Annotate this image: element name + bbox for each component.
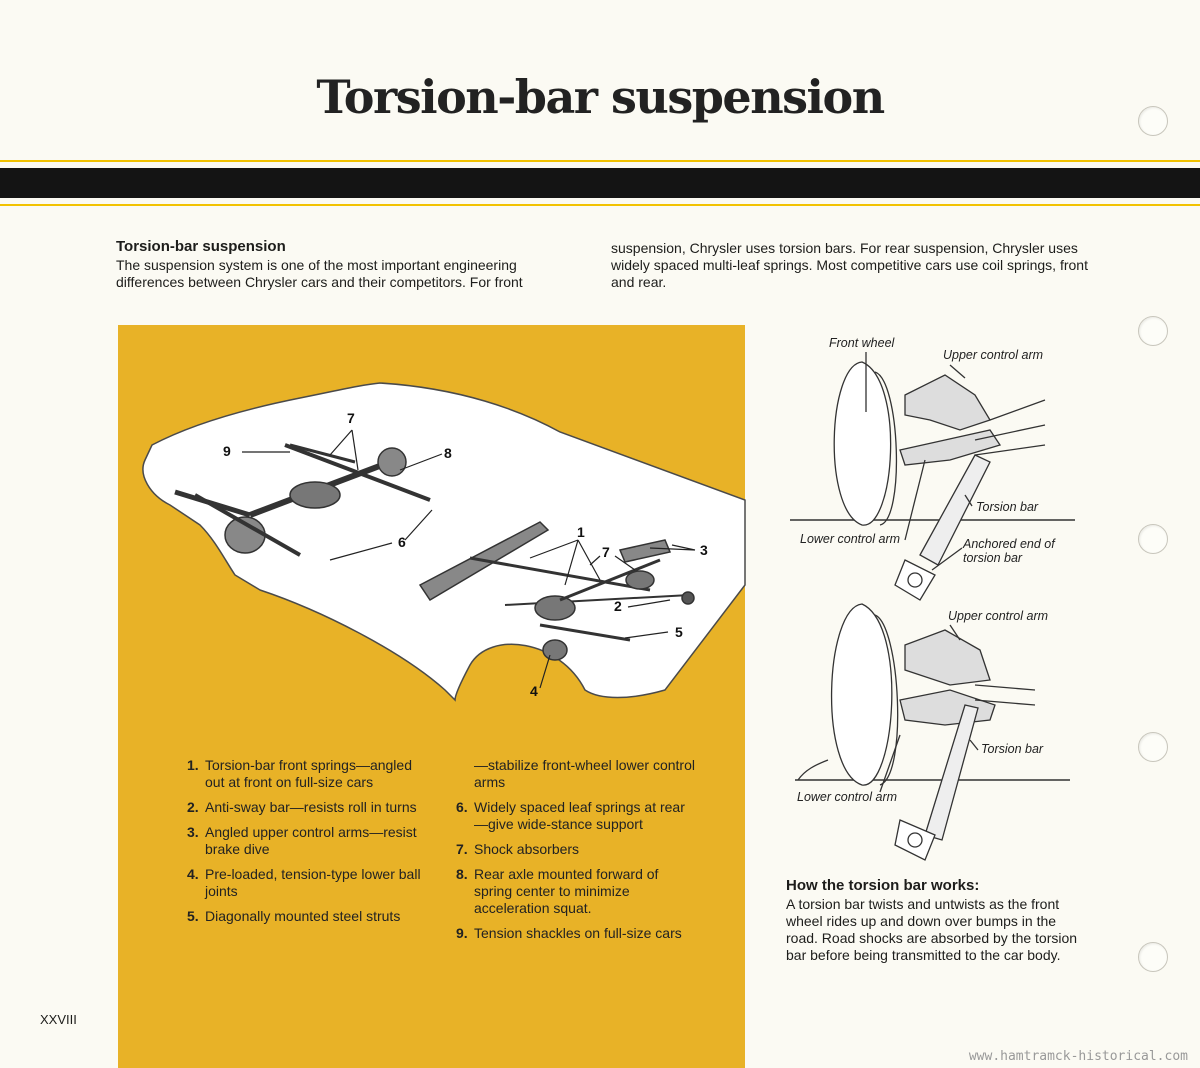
legend-text: Tension shackles on full-size cars <box>474 925 682 941</box>
legend-num: 3. <box>187 824 199 840</box>
yellow-rule-bottom <box>0 204 1200 206</box>
legend-item: 1. Torsion-bar front springs—angled out a… <box>187 757 427 791</box>
front-suspension-assembly <box>418 521 695 661</box>
binder-hole <box>1138 524 1168 554</box>
callout-7: 7 <box>602 544 610 560</box>
legend-text: Angled upper control arms—resist brake d… <box>205 824 417 857</box>
legend-num: 1. <box>187 757 199 773</box>
legend-text: Widely spaced leaf springs at rear—give … <box>474 799 685 832</box>
black-band <box>0 168 1200 198</box>
label-anchored-end: Anchored end of torsion bar <box>963 537 1055 565</box>
label-upper-control-arm: Upper control arm <box>943 348 1044 362</box>
legend-item: 6. Widely spaced leaf springs at rear—giv… <box>456 799 696 833</box>
binder-hole <box>1138 732 1168 762</box>
binder-hole <box>1138 106 1168 136</box>
legend-num: 7. <box>456 841 468 857</box>
car-silhouette <box>142 382 746 702</box>
legend-item: 5. Diagonally mounted steel struts <box>187 908 427 925</box>
legend-item: —stabilize front-wheel lower control arm… <box>456 757 696 791</box>
diagram-top <box>790 352 1075 601</box>
legend-item: 9. Tension shackles on full-size cars <box>456 925 696 942</box>
callout-5: 5 <box>675 624 683 640</box>
legend-text: Anti-sway bar—resists roll in turns <box>205 799 417 815</box>
intro-heading: Torsion-bar suspension <box>116 238 286 255</box>
how-body: A torsion bar twists and untwists as the… <box>786 896 1078 963</box>
callout-1: 1 <box>577 524 585 540</box>
page-title: Torsion-bar suspension <box>316 70 885 124</box>
callout-leaders <box>242 429 696 689</box>
yellow-rule-top <box>0 160 1200 162</box>
legend-num: 5. <box>187 908 199 924</box>
callout-4: 4 <box>530 683 538 699</box>
legend-text: —stabilize front-wheel lower control arm… <box>474 757 695 790</box>
callout-2: 2 <box>614 598 622 614</box>
callout-3: 3 <box>700 542 708 558</box>
label-torsion-bar: Torsion bar <box>976 500 1039 514</box>
intro-col-1: The suspension system is one of the most… <box>116 257 523 290</box>
label-front-wheel: Front wheel <box>829 336 895 350</box>
legend-item: 2. Anti-sway bar—resists roll in turns <box>187 799 427 816</box>
legend-num: 9. <box>456 925 468 941</box>
legend-item: 3. Angled upper control arms—resist brake… <box>187 824 427 858</box>
watermark: www.hamtramck-historical.com <box>968 1049 1188 1064</box>
callout-8: 8 <box>444 445 452 461</box>
label-upper-control-arm: Upper control arm <box>948 609 1049 623</box>
intro-col-2: suspension, Chrysler uses torsion bars. … <box>611 240 1088 290</box>
legend-item: 7. Shock absorbers <box>456 841 696 858</box>
legend-col-2: —stabilize front-wheel lower control arm… <box>456 757 696 950</box>
label-torsion-bar: Torsion bar <box>981 742 1044 756</box>
legend-text: Diagonally mounted steel struts <box>205 908 401 924</box>
callout-9: 9 <box>223 443 231 459</box>
callout-7: 7 <box>347 410 355 426</box>
legend-item: 8. Rear axle mounted forward of spring ce… <box>456 866 696 917</box>
legend-text: Pre-loaded, tension-type lower ball join… <box>205 866 421 899</box>
binder-hole <box>1138 942 1168 972</box>
rear-axle-assembly <box>174 443 431 557</box>
label-lower-control-arm: Lower control arm <box>800 532 901 546</box>
binder-hole <box>1138 316 1168 346</box>
diagram-bottom <box>795 603 1070 861</box>
how-heading: How the torsion bar works: <box>786 877 980 894</box>
legend-text: Rear axle mounted forward of spring cent… <box>474 866 659 916</box>
label-lower-control-arm: Lower control arm <box>797 790 898 804</box>
legend-num: 2. <box>187 799 199 815</box>
legend-col-1: 1. Torsion-bar front springs—angled out a… <box>187 757 427 933</box>
legend-num: 8. <box>456 866 468 882</box>
callout-6: 6 <box>398 534 406 550</box>
page-number: XXVIII <box>40 1012 77 1027</box>
legend-item: 4. Pre-loaded, tension-type lower ball jo… <box>187 866 427 900</box>
legend-text: Shock absorbers <box>474 841 580 857</box>
legend-num: 4. <box>187 866 199 882</box>
legend-num: 6. <box>456 799 468 815</box>
legend-text: Torsion-bar front springs—angled out at … <box>205 757 412 790</box>
